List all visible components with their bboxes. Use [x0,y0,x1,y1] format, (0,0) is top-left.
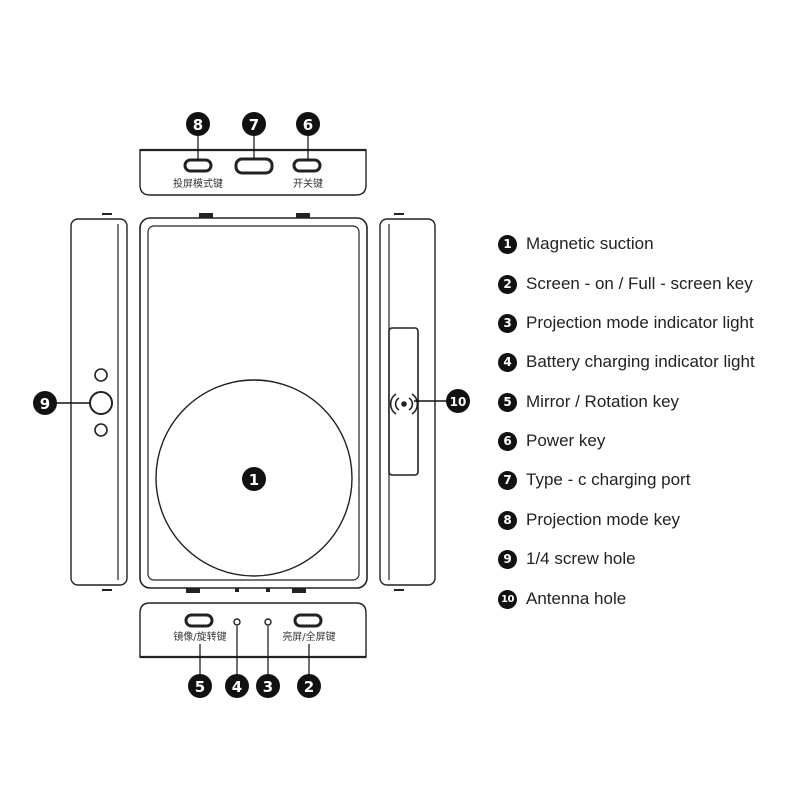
svg-text:6: 6 [303,116,313,134]
legend-number-badge: 4 [498,352,517,372]
screen-on-key-shape [293,613,323,628]
power-key-shape [292,158,322,173]
legend-item-2: 2 Screen - on / Full - screen key [498,272,753,296]
legend-text: Projection mode key [526,510,681,529]
mirror-rotation-key-shape [184,613,214,628]
svg-text:2: 2 [304,678,314,696]
legend-number-badge: 1 [498,234,517,254]
front-view [139,213,368,593]
legend-text: Mirror / Rotation key [526,392,680,411]
callout-badge-3: 3 [256,674,280,698]
legend-number-badge: 2 [498,274,517,294]
legend-item-6: 6 Power key [498,429,605,453]
svg-text:3: 3 [263,678,273,696]
legend-item-9: 9 1/4 screw hole [498,547,636,571]
callout-badge-2: 2 [297,674,321,698]
nfc-icon [389,393,419,415]
legend-item-8: 8 Projection mode key [498,508,680,532]
svg-text:4: 4 [232,678,242,696]
svg-text:1: 1 [249,471,259,489]
callout-badge-1: 1 [242,467,266,491]
svg-text:10: 10 [450,395,467,409]
svg-text:8: 8 [193,116,203,134]
callout-badge-8: 8 [186,112,210,136]
callout-badge-5: 5 [188,674,212,698]
top-edge-view: 投屏模式键 开关键 [139,136,367,196]
left-side-view [55,213,128,591]
svg-text:7: 7 [249,116,259,134]
power-key-label: 开关键 [293,177,323,190]
legend-number-badge: 7 [498,470,517,490]
callout-badge-10: 10 [446,389,470,413]
legend-number-badge: 5 [498,392,517,412]
legend-number-badge: 9 [498,549,517,569]
legend-item-7: 7 Type - c charging port [498,468,690,492]
legend-text: Projection mode indicator light [526,313,754,332]
legend-text: Antenna hole [526,589,627,608]
mirror-rotation-key-label: 镜像/旋转键 [173,630,226,643]
callout-badge-6: 6 [296,112,320,136]
callout-badge-4: 4 [225,674,249,698]
svg-text:9: 9 [40,395,50,413]
lower-small-hole [94,423,108,437]
legend-text: Magnetic suction [526,234,654,253]
type-c-port-shape [234,157,274,175]
legend-item-3: 3 Projection mode indicator light [498,311,754,335]
legend-text: Type - c charging port [526,470,691,489]
projection-indicator-shape [264,618,272,626]
callout-badge-9: 9 [33,391,57,415]
legend-text: Power key [526,431,606,450]
legend-number-badge: 3 [498,313,517,333]
legend-text: 1/4 screw hole [526,549,636,568]
callout-badge-7: 7 [242,112,266,136]
legend-item-4: 4 Battery charging indicator light [498,350,755,374]
screw-hole-shape [89,391,113,415]
legend-number-badge: 10 [498,589,517,609]
projection-mode-key-shape [183,158,213,173]
upper-small-hole [94,368,108,382]
right-side-view [379,213,448,591]
bottom-edge-view: 镜像/旋转键 亮屏/全屏键 [139,602,367,676]
svg-text:5: 5 [195,678,205,696]
charging-indicator-shape [233,618,241,626]
screen-on-key-label: 亮屏/全屏键 [282,630,335,643]
legend-text: Screen - on / Full - screen key [526,274,753,293]
legend-item-1: 1 Magnetic suction [498,232,654,256]
legend-item-10: 10 Antenna hole [498,587,626,611]
legend-text: Battery charging indicator light [526,352,755,371]
legend-number-badge: 8 [498,510,517,530]
legend-number-badge: 6 [498,431,517,451]
legend-item-5: 5 Mirror / Rotation key [498,390,679,414]
projection-mode-key-label: 投屏模式键 [173,177,223,190]
